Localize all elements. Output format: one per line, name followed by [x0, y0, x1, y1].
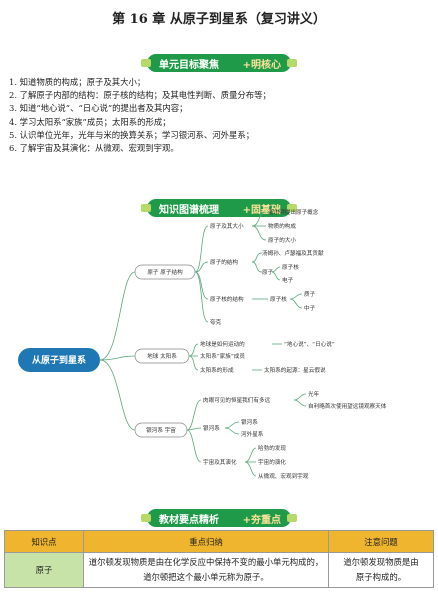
- node-label: “地心说”、“日心说”: [284, 340, 335, 348]
- node-label: 原子的结构: [210, 258, 238, 266]
- banner-accent-text: +夯重点: [242, 515, 281, 526]
- focus-summary-cell: 道尔顿发现物质是由在化学反应中保持不变的最小单元构成的， 道尔顿把这个最小单元称…: [83, 552, 329, 588]
- node-label: 原子的大小: [268, 236, 296, 244]
- node-label: 原子核: [282, 263, 299, 271]
- node-label: 河外星系: [241, 430, 264, 438]
- node-label: 宇宙及其演化: [203, 458, 237, 466]
- note-cell: 道尔顿发现物质是由 原子构成的。: [328, 552, 434, 588]
- column-header: 重点归纳: [83, 530, 329, 553]
- note-line: 原子构成的。: [355, 572, 407, 582]
- node-label: 原子及其大小: [210, 222, 244, 230]
- node-label: 自利略首次使用望远镜观察天体: [308, 402, 387, 410]
- node-label: 中子: [304, 304, 316, 312]
- banner-main-text: 单元目标聚焦: [159, 60, 219, 71]
- node-label: 夸克: [210, 318, 222, 326]
- branch-label: 原子 原子结构: [147, 268, 183, 276]
- node-label: 地球是如何运动的: [200, 340, 245, 348]
- node-label: 光年: [308, 390, 320, 398]
- note-line: 道尔顿发现物质是由: [343, 557, 419, 567]
- banner-ribbon: [141, 509, 297, 527]
- node-label: 哈勃的发现: [258, 444, 286, 452]
- column-header: 注意问题: [328, 530, 434, 553]
- center-node-label: 从原子到星系: [32, 354, 86, 366]
- center-node: 从原子到星系: [18, 348, 100, 372]
- objective-item: 5. 认识单位光年，光年与米的换算关系；学习银河系、河外星系；: [9, 129, 255, 140]
- objective-item: 3. 知道“地心说”、“日心说”的提出者及其内容；: [9, 103, 188, 114]
- banner-unit-goals: 单元目标聚焦 +明核心: [141, 50, 297, 76]
- page-title: 第 16 章 从原子到星系（复习讲义）: [112, 12, 326, 27]
- table-row: 原子 道尔顿发现物质是由在化学反应中保持不变的最小单元构成的， 道尔顿把这个最小…: [4, 552, 434, 588]
- banner-ribbon: [141, 54, 297, 72]
- banner-main-text: 知识图谱梳理: [159, 205, 219, 216]
- banner-knowledge-map: 知识图谱梳理 +固基础: [141, 195, 297, 221]
- node-label: 汤姆孙、卢瑟福及其贡献: [262, 249, 324, 257]
- node-label: 银河系: [203, 424, 220, 432]
- focus-line: 道尔顿发现物质是由在化学反应中保持不变的最小单元构成的，: [88, 557, 324, 567]
- node-label: 宇宙的演化: [258, 458, 286, 466]
- objective-item: 6. 了解宇宙及其演化：从微观、宏观到宇观。: [9, 143, 179, 154]
- node-label: 太阳系的起源：星云假说: [264, 366, 326, 374]
- banner-accent-text: +明核心: [242, 60, 281, 71]
- node-label: 电子: [282, 276, 294, 284]
- objective-item: 1. 知道物质的构成；原子及其大小；: [9, 77, 146, 87]
- banner-textbook-points: 教材要点精析 +夯重点: [141, 505, 297, 531]
- objective-item: 2. 了解原子内部的结构：原子核的结构；及其电性判断、质量分布等；: [9, 90, 271, 101]
- node-label: 太阳系“家族”成员: [200, 352, 245, 360]
- objectives-list: 1. 知道物质的构成；原子及其大小； 2. 了解原子内部的结构：原子核的结构；及…: [9, 76, 429, 155]
- node-label: 原子核: [270, 295, 287, 303]
- node-label: 从微观、宏观到宇观: [258, 472, 309, 480]
- branch-label: 地球 太阳系: [147, 352, 177, 360]
- branch-label: 银河系 宇宙: [146, 426, 176, 434]
- node-label: 原子: [262, 269, 274, 276]
- banner-main-text: 教材要点精析: [159, 515, 219, 526]
- node-label: 肉眼可见的恒星我们有多远: [203, 396, 271, 404]
- banner-accent-text: +固基础: [242, 205, 281, 216]
- objective-item: 4. 学习太阳系“家族”成员；太阳系的形成；: [9, 116, 171, 127]
- node-label: 太阳系的形成: [200, 366, 234, 374]
- node-label: 原子核的结构: [210, 295, 244, 303]
- node-label: 银河系: [241, 418, 258, 426]
- key-points-table: 知识点 重点归纳 注意问题 原子 道尔顿发现物质是由在化学反应中保持不变的最小单…: [4, 530, 434, 588]
- column-header: 知识点: [4, 530, 84, 553]
- focus-line: 道尔顿把这个最小单元称为原子。: [143, 572, 269, 582]
- node-label: 质子: [304, 290, 316, 298]
- table-header-row: 知识点 重点归纳 注意问题: [4, 530, 434, 553]
- node-label: 物质的构成: [268, 222, 296, 230]
- knowledge-point-cell: 原子: [4, 552, 84, 588]
